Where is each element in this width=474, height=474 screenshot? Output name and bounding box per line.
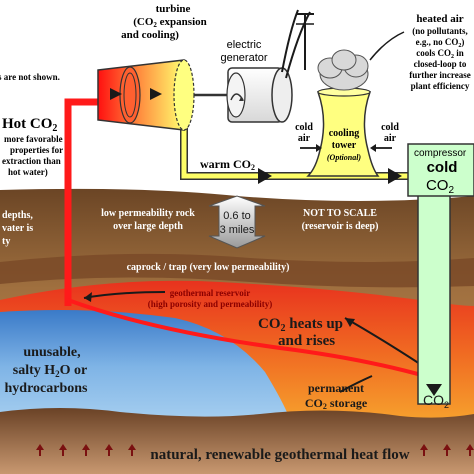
power-line-icon [281,9,314,79]
reservoir-flow-line [67,298,426,378]
warm-co2-arrow [388,168,402,184]
heated-air-l3: cools CO2 in [416,48,464,60]
cold-air-left-1: cold [295,122,313,133]
cold-air-left-2: air [298,133,311,144]
hot-note-3: extraction than [2,156,61,166]
heated-air-title: heated air [416,13,463,25]
heated-air-l1: (no pollutants, [412,26,468,36]
cooling-tower-2: tower [332,140,357,151]
cold-co2-label-1: cold [427,159,458,176]
hot-note-1: more favorable [4,134,63,144]
heated-air-l2: e.g., no CO2) [416,37,465,49]
depths-note-2: vater is [2,223,33,234]
hot-note-4: hot water) [8,167,48,177]
cold-air-right-2: air [384,133,397,144]
caprock-label: caprock / trap (very low permeability) [127,262,290,273]
depth-arrow [208,195,266,249]
cooling-tower-icon [306,87,380,177]
generator-label-2: generator [220,52,267,64]
compressor-label: compressor [414,148,467,159]
compressor-box [407,143,474,197]
storage-arrow [339,375,373,393]
generator-label-1: electric [227,39,262,51]
depths-note-3: ty [2,236,10,247]
low-perm-2: over large depth [113,221,183,232]
depths-note-1: depths, [2,210,33,221]
turbine-icon [97,59,195,131]
and-rises-label: and rises [278,333,335,349]
steam-cloud-icon [317,49,369,91]
geo-reservoir-1: geothermal reservoir [170,288,251,298]
arrowhead-left-icon [84,292,92,302]
heat-flow-label: natural, renewable geothermal heat flow [150,447,409,463]
depth-label-1: 0.6 to [223,210,251,222]
basement-ground [0,408,474,474]
unusable-2: salty H2O or [13,363,88,379]
heats-up-label: CO2 heats up [258,316,343,334]
co2-right-label: CO2 [423,392,449,410]
heated-air-arrow [369,31,405,61]
low-perm-1: low permeability rock [101,208,195,219]
warm-co2-arrow-2 [258,168,272,184]
hot-co2-well [64,98,98,306]
unusable-1: unusable, [23,345,80,360]
turbine-sub1: (CO2 expansion [133,16,207,29]
heated-air-l4: closed-loop to [414,59,467,69]
heat-flow-arrow-icon [36,444,474,456]
arrowhead-right-icon [345,318,355,327]
unusable-3: hydrocarbons [5,381,89,396]
turbine-title: turbine [156,3,191,15]
heated-air-l5: further increase [409,70,470,80]
not-to-scale-1: NOT TO SCALE [303,208,377,219]
hot-note-2: properties for [10,145,63,155]
not-to-scale-2: (reservoir is deep) [302,221,379,232]
cold-co2-label-2: CO2 [426,177,455,196]
hot-co2-label: Hot CO2 [2,116,57,134]
heated-air-l6: plant efficiency [411,81,470,91]
turbine-sub2: and cooling) [121,29,179,41]
not-shown-note: s are not shown. [0,72,60,82]
generator-icon [226,67,293,123]
warm-co2-label: warm CO2 [200,157,255,172]
geo-reservoir-2: (high porosity and permeability) [148,299,273,309]
cold-co2-down-arrow [426,384,442,396]
permanent-storage-2: CO2 storage [305,396,368,411]
permanent-storage-1: permanent [308,381,364,395]
cooling-tower-1: cooling [329,128,360,139]
cold-air-right-1: cold [381,122,399,133]
cooling-tower-3: (Optional) [327,153,362,162]
caprock-band [0,253,474,288]
depth-label-2: 3 miles [220,224,255,236]
